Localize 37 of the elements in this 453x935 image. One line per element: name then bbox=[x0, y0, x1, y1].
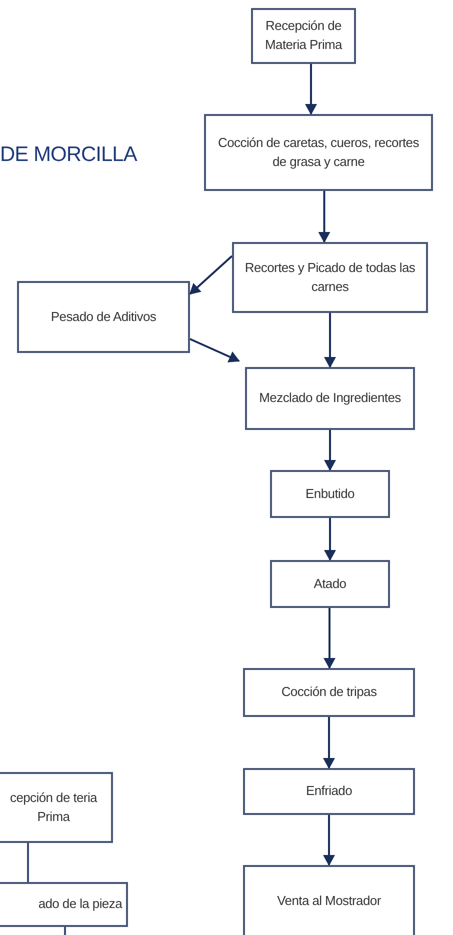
process-box bbox=[0, 772, 113, 843]
process-box bbox=[243, 865, 415, 935]
arrow bbox=[189, 255, 233, 295]
step-label: Cocción de tripas bbox=[281, 683, 377, 702]
arrow bbox=[318, 191, 330, 243]
arrow bbox=[323, 815, 335, 866]
process-box bbox=[251, 8, 356, 64]
arrow bbox=[190, 338, 240, 362]
step-label: Mezclado de Ingredientes bbox=[259, 389, 401, 408]
step-label: Atado bbox=[314, 574, 346, 593]
process-box bbox=[204, 114, 433, 191]
arrow bbox=[323, 717, 335, 769]
arrow bbox=[305, 64, 317, 115]
arrow bbox=[324, 518, 336, 561]
process-box bbox=[0, 882, 128, 927]
arrow bbox=[324, 430, 336, 471]
title: DE MORCILLA bbox=[0, 143, 137, 167]
step-label: cepción de teria Prima bbox=[9, 788, 98, 826]
step-label: Cocción de caretas, cueros, recortes de grasa y carne bbox=[217, 134, 420, 171]
process-box bbox=[243, 668, 415, 717]
step-label: ado de la pieza bbox=[38, 895, 122, 914]
arrow bbox=[324, 313, 336, 368]
process-box bbox=[270, 560, 390, 608]
arrow bbox=[324, 608, 336, 669]
connector-line bbox=[27, 843, 29, 882]
process-box bbox=[232, 242, 428, 313]
process-box bbox=[245, 367, 415, 430]
process-box bbox=[243, 768, 415, 815]
process-box bbox=[17, 281, 190, 353]
step-label: Enfriado bbox=[306, 782, 352, 800]
step-label: Recepción de Materia Prima bbox=[264, 17, 344, 54]
connector-line bbox=[64, 927, 66, 935]
step-label: Venta al Mostrador bbox=[277, 892, 381, 910]
step-label: Recortes y Picado de todas las carnes bbox=[244, 258, 416, 296]
step-label: Pesado de Aditivos bbox=[50, 308, 156, 326]
process-box bbox=[270, 470, 390, 518]
step-label: Enbutido bbox=[306, 484, 354, 503]
